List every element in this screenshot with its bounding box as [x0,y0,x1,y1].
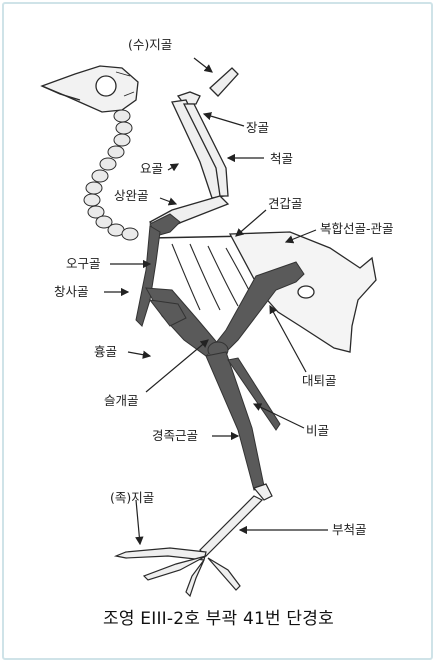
label-foot-digit: (족)지골 [110,491,154,505]
label-coracoid: 오구골 [66,257,101,271]
label-furcula: 창사골 [54,285,89,299]
label-tarsometatarsus: 부척골 [332,523,367,537]
figure-caption: 조영 EIII-2호 부곽 41번 단경호 [0,604,437,629]
label-radius: 요골 [140,162,163,176]
label-scapula: 견갑골 [268,197,303,211]
label-synsacrum: 복합선골-관골 [320,222,394,236]
wing-bones [150,68,238,232]
label-sternum: 흉골 [94,345,117,359]
label-fibula: 비골 [306,424,329,438]
neck-vertebrae [84,110,138,240]
label-carpometacarpus: 장골 [246,121,269,135]
label-ulna: 척골 [270,152,293,166]
skull [42,66,138,112]
label-tibiotarsus: 경족근골 [152,429,198,443]
label-humerus: 상완골 [114,189,149,203]
label-hand-digit: (수)지골 [128,38,172,52]
label-femur: 대퇴골 [302,374,337,388]
label-patella: 슬개골 [104,394,139,408]
